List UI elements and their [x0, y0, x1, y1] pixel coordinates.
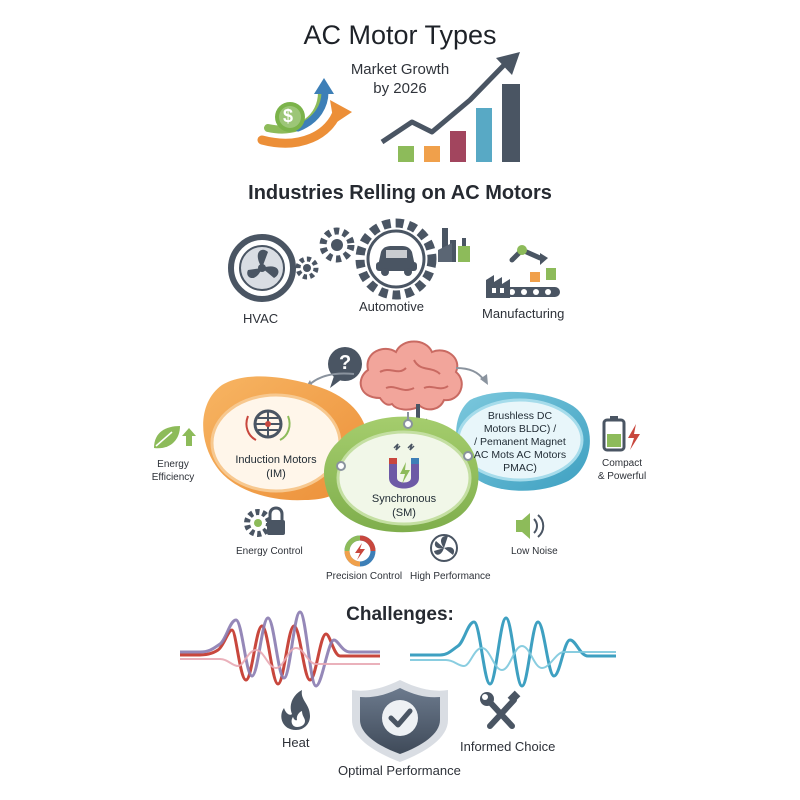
heat-label: Heat	[282, 735, 310, 750]
gear-small-icon	[295, 256, 319, 280]
wave-right	[410, 616, 616, 688]
bldc-line3: / Pemanent Magnet	[474, 436, 566, 448]
gear-icon	[319, 227, 355, 263]
bldc-motor-blob	[456, 391, 590, 491]
speaker-icon	[516, 513, 545, 539]
battery-bolt-icon	[602, 416, 640, 452]
factory-icon	[486, 275, 510, 298]
induction-motor-label: Induction Motors (IM)	[216, 453, 336, 481]
flame-icon	[281, 690, 310, 730]
factory-small-icon	[438, 228, 470, 262]
bldc-line4: AC Mots AC Motors	[473, 449, 567, 461]
synchronous-motor-label: Synchronous (SM)	[344, 492, 464, 520]
dollar-growth-icon	[257, 78, 352, 148]
question-bubble-icon	[328, 347, 362, 388]
question-mark: ?	[339, 352, 352, 374]
manufacturing-label: Manufacturing	[482, 306, 565, 321]
bldc-line1: Brushless DC	[487, 410, 553, 422]
energy-efficiency-line1: Energy	[157, 459, 189, 470]
brain-icon	[359, 340, 463, 425]
shield-check-icon	[352, 680, 448, 762]
wave-left	[180, 610, 380, 688]
induction-coil-icon	[245, 409, 291, 441]
magnet-icon	[389, 443, 419, 489]
turbine-icon	[430, 534, 458, 562]
bldc-line2: Motors BLDC) /	[483, 423, 557, 435]
bldc-motor-label: Brushless DC Motors BLDC) / / Pemanent M…	[460, 410, 580, 475]
compact-powerful-label: Compact & Powerful	[589, 457, 655, 483]
informed-choice-label: Informed Choice	[460, 739, 556, 754]
fan-icon	[228, 234, 296, 302]
low-noise-label: Low Noise	[511, 546, 558, 557]
induction-line1: Induction Motors	[235, 454, 317, 466]
high-performance-label: High Performance	[410, 571, 491, 582]
compact-line1: Compact	[601, 458, 642, 469]
energy-efficiency-label: Energy Efficiency	[140, 458, 206, 484]
robot-arm-icon	[504, 245, 560, 297]
industries-heading: Industries Relling on AC Motors	[248, 182, 552, 204]
connection-nodes	[336, 412, 473, 471]
precision-control-label: Precision Control	[326, 571, 403, 582]
market-growth-line1: Market Growth	[350, 61, 450, 78]
induction-line2: (IM)	[266, 468, 286, 480]
market-growth-line2: by 2026	[373, 80, 427, 97]
automotive-label: Automotive	[359, 299, 425, 314]
hvac-label: HVAC	[243, 311, 279, 326]
synchronous-motor-blob	[324, 416, 479, 533]
wrench-screwdriver-icon	[480, 690, 521, 729]
arrow-right-icon	[455, 367, 488, 385]
optimal-performance-label: Optimal Performance	[338, 763, 461, 778]
bldc-line5: PMAC)	[503, 462, 537, 474]
energy-efficiency-line2: Efficiency	[151, 472, 195, 483]
bar-growth-icon	[380, 52, 520, 162]
page-title: AC Motor Types	[303, 20, 497, 50]
precision-dial-icon	[344, 535, 376, 567]
dollar-sign: $	[283, 106, 294, 126]
synchronous-line2: (SM)	[392, 507, 416, 519]
leaf-arrow-icon	[154, 426, 196, 449]
compact-line2: & Powerful	[597, 471, 647, 482]
market-growth-label: Market Growth by 2026	[330, 60, 470, 98]
synchronous-line1: Synchronous	[371, 493, 437, 505]
energy-control-label: Energy Control	[236, 546, 303, 557]
car-gear-icon	[355, 218, 437, 300]
gear-lock-icon	[244, 506, 285, 537]
challenges-heading: Challenges:	[346, 604, 454, 625]
